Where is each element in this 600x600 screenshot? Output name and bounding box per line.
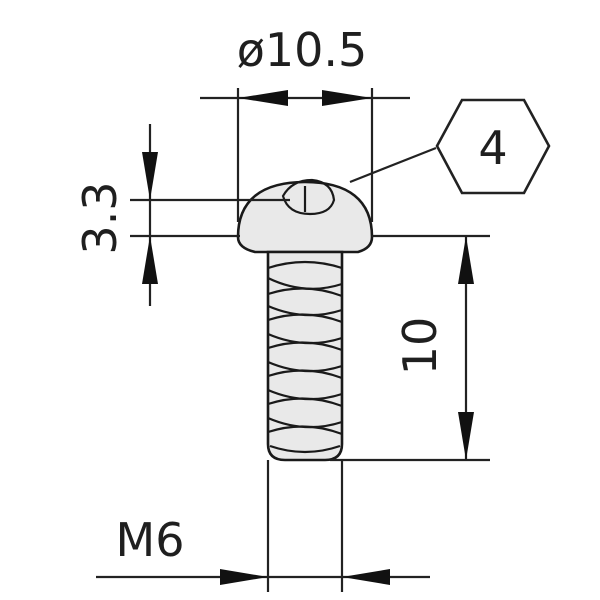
thread-lines (267, 260, 343, 454)
head-diameter-dimension: ø10.5 (200, 23, 410, 222)
hex-key-callout: 4 (349, 98, 551, 195)
head-height-label: 3.3 (73, 181, 127, 254)
head-height-dimension: 3.3 (73, 124, 290, 306)
length-dimension: 10 (330, 234, 490, 462)
screw-part (236, 178, 374, 462)
hex-socket (281, 178, 336, 216)
thread-dimension: M6 (96, 460, 430, 592)
screw-shank (266, 250, 344, 462)
head-diameter-label: ø10.5 (237, 23, 368, 77)
hex-key-icon (435, 98, 551, 195)
length-label: 10 (393, 317, 447, 376)
thread-label: M6 (116, 513, 185, 567)
hex-key-size-label: 4 (478, 121, 507, 175)
